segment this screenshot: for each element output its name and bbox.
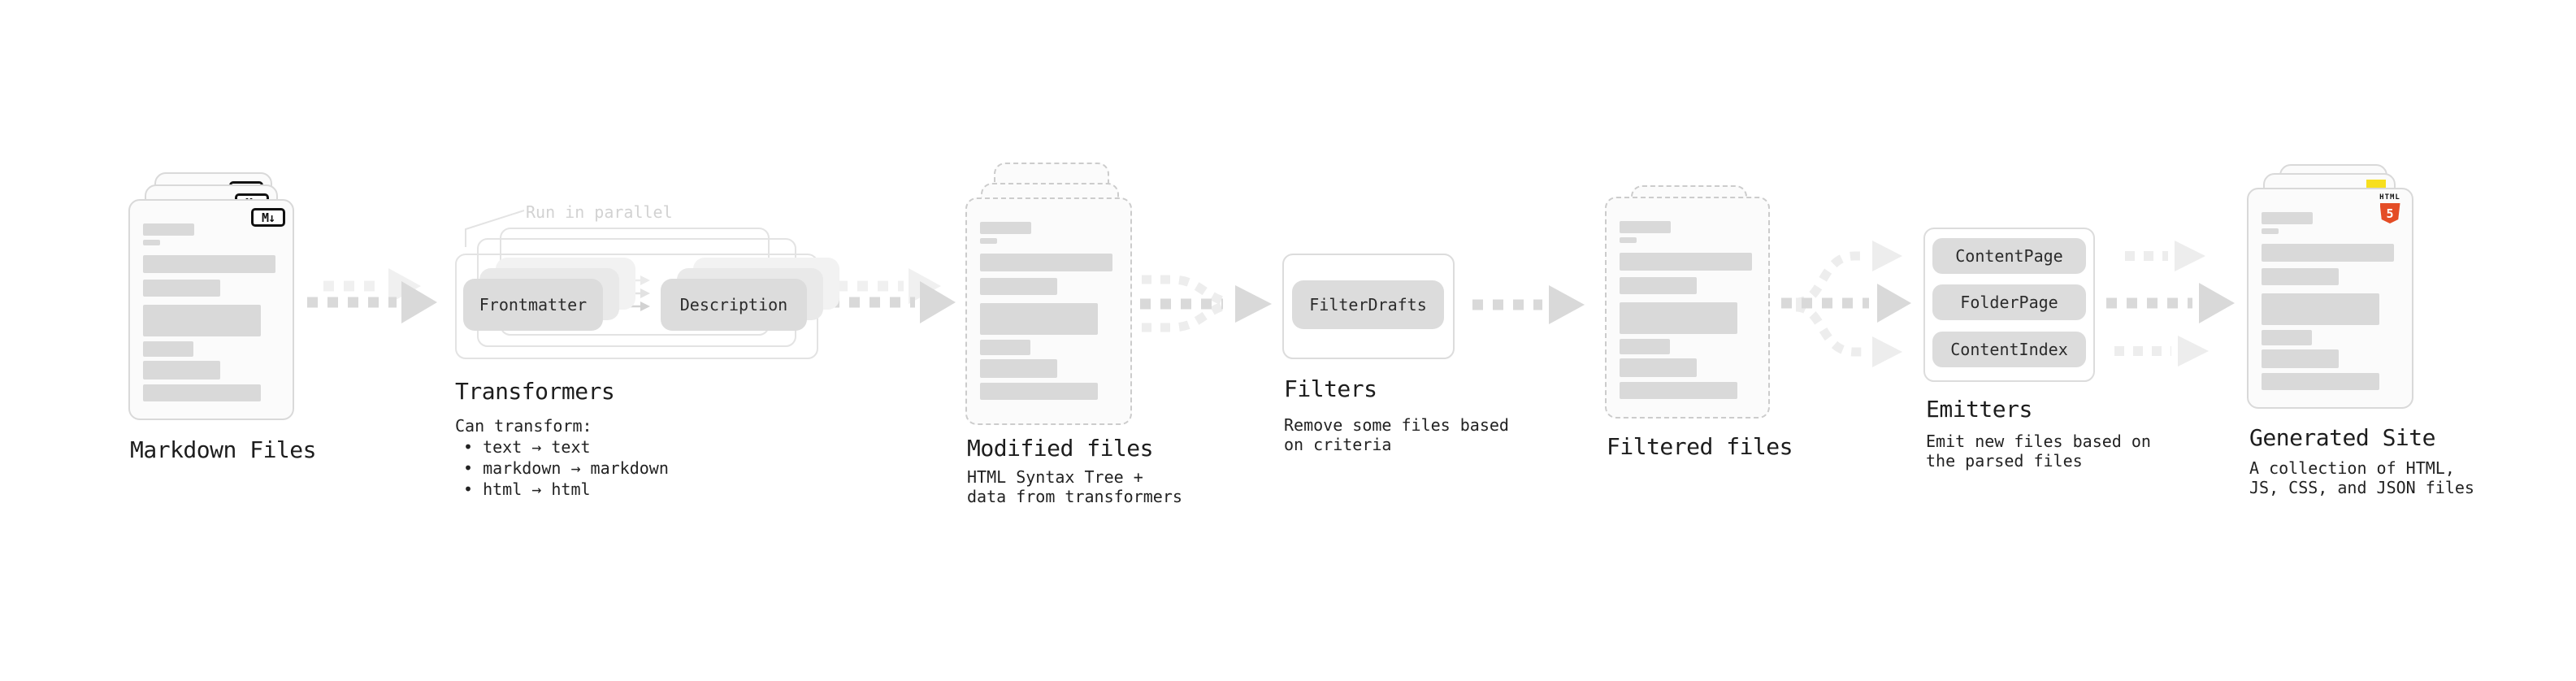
html5-icon-number: 5 xyxy=(2386,206,2394,221)
text-line-bar xyxy=(2262,293,2379,325)
text-line-bar xyxy=(2262,268,2339,285)
arrow-modified-to-filters-merge xyxy=(1140,275,1272,332)
text-line-bar xyxy=(1620,221,1671,233)
desc-line: • markdown → markdown xyxy=(463,458,669,478)
stage-description: Emit new files based on the parsed files xyxy=(1926,432,2151,471)
text-line-bar xyxy=(980,359,1057,378)
arrows-emitters-to-generated xyxy=(2106,241,2235,367)
arrow-filters-to-filtered xyxy=(1472,285,1585,324)
stage-emitters: ContentPage FolderPage ContentIndex Emit… xyxy=(1923,228,2151,496)
javascript-icon xyxy=(2366,180,2386,189)
text-line-bar xyxy=(143,280,220,297)
stage-title: Filters xyxy=(1284,375,1377,402)
stage-filtered-files: Filtered files xyxy=(1605,185,1816,510)
text-line-bar xyxy=(980,222,1031,234)
text-line-bar xyxy=(2262,373,2379,390)
markdown-icon-label: M↓ xyxy=(261,210,275,225)
stage-title: Generated Site xyxy=(2249,424,2436,451)
desc-line: A collection of HTML, xyxy=(2249,458,2455,478)
desc-line: • text → text xyxy=(463,437,591,457)
filters-container xyxy=(1282,254,1455,359)
run-in-parallel-annotation: Run in parallel xyxy=(526,202,673,222)
markdown-file-card-front: M↓ xyxy=(128,199,294,420)
emitter-pill-contentindex: ContentIndex xyxy=(1932,332,2086,367)
transformer-pill-description: Description xyxy=(661,279,807,331)
text-line-bar xyxy=(1620,302,1737,334)
html5-icon-shield: 5 xyxy=(2379,203,2400,223)
text-line-bar xyxy=(2262,212,2313,224)
arrow-transformers-to-modified xyxy=(829,268,956,323)
html5-icon: HTML 5 xyxy=(2378,194,2402,223)
text-line-bar xyxy=(1620,237,1637,243)
text-line-bar xyxy=(143,361,220,380)
text-line-bar xyxy=(980,278,1057,295)
text-line-bar xyxy=(2262,244,2394,262)
text-line-bar xyxy=(143,341,193,357)
text-line-bar xyxy=(1620,358,1697,377)
desc-line: Emit new files based on xyxy=(1926,432,2151,451)
emitter-pill-contentpage: ContentPage xyxy=(1932,238,2086,274)
stage-title: Emitters xyxy=(1926,396,2032,423)
emitters-container xyxy=(1923,228,2095,382)
desc-line: on criteria xyxy=(1284,435,1392,454)
file-content-bars xyxy=(1607,198,1768,399)
stage-markdown-files: M↓ M↓ M↓ Markdown Files xyxy=(128,172,340,497)
stage-description: Remove some files based on criteria xyxy=(1284,415,1509,454)
stage-title: Modified files xyxy=(967,435,1154,462)
text-line-bar xyxy=(980,383,1098,400)
file-content-bars xyxy=(130,201,293,401)
desc-line: data from transformers xyxy=(967,487,1182,506)
stage-modified-files: Modified files HTML Syntax Tree + data f… xyxy=(965,163,1182,520)
stage-filters: FilterDrafts Filters Remove some files b… xyxy=(1282,254,1509,497)
desc-line: Remove some files based xyxy=(1284,415,1509,435)
arrow-filtered-to-emitters-fanout xyxy=(1781,241,1911,367)
html5-icon-word: HTML xyxy=(2379,193,2400,202)
stage-title: Transformers xyxy=(455,378,615,405)
desc-line: Can transform: xyxy=(455,416,592,436)
text-line-bar xyxy=(1620,277,1697,294)
stage-title: Markdown Files xyxy=(130,436,317,463)
desc-line: HTML Syntax Tree + xyxy=(967,467,1143,487)
stage-description: A collection of HTML, JS, CSS, and JSON … xyxy=(2249,458,2474,497)
stage-title: Filtered files xyxy=(1607,433,1793,460)
text-line-bar xyxy=(143,255,275,273)
text-line-bar xyxy=(143,223,194,236)
text-line-bar xyxy=(980,303,1098,335)
emitter-pill-folderpage: FolderPage xyxy=(1932,284,2086,320)
text-line-bar xyxy=(980,238,997,244)
markdown-icon: M↓ xyxy=(251,208,285,227)
text-line-bar xyxy=(2262,330,2312,345)
desc-line: the parsed files xyxy=(1926,451,2083,471)
text-line-bar xyxy=(143,240,160,245)
desc-line: • html → html xyxy=(463,479,591,499)
arrow-markdown-to-transformers xyxy=(307,268,437,323)
text-line-bar xyxy=(143,384,261,401)
desc-line: JS, CSS, and JSON files xyxy=(2249,478,2474,497)
filter-pill-filterdrafts: FilterDrafts xyxy=(1292,280,1444,329)
text-line-bar xyxy=(980,340,1030,355)
text-line-bar xyxy=(143,305,261,336)
text-line-bar xyxy=(980,254,1112,271)
stage-description: HTML Syntax Tree + data from transformer… xyxy=(967,467,1182,506)
file-content-bars xyxy=(2249,189,2412,390)
text-line-bar xyxy=(2262,228,2279,234)
text-line-bar xyxy=(1620,253,1752,271)
text-line-bar xyxy=(1620,382,1737,399)
text-line-bar xyxy=(1620,339,1670,354)
filtered-file-card-front xyxy=(1605,197,1770,419)
stage-transformers: Run in parallel Frontmatter Description … xyxy=(455,202,839,499)
modified-file-card-front xyxy=(965,197,1132,425)
stage-description: Can transform: • text → text • markdown … xyxy=(455,415,669,500)
generated-file-card-html: HTML 5 xyxy=(2247,188,2413,409)
transformer-pill-frontmatter: Frontmatter xyxy=(463,279,603,331)
run-in-parallel-leader-line xyxy=(465,210,525,247)
text-line-bar xyxy=(2262,349,2339,368)
stage-generated-site: CSS HTML 5 Generated Site A collection o… xyxy=(2247,164,2491,522)
file-content-bars xyxy=(967,199,1130,400)
